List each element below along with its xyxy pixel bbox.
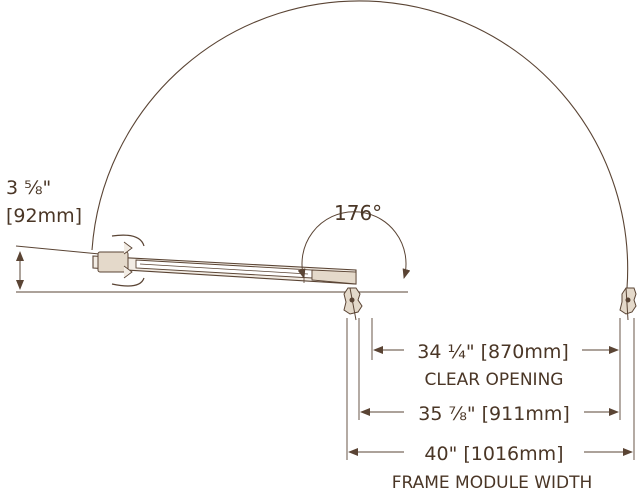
door-pull-handle-icon [97,234,145,287]
offset-leader-line [15,245,111,256]
hinge-jamb-icon [343,287,363,321]
door-leaf [92,255,357,285]
clear-opening-dimension-label: 34 ¼" [870mm] [417,341,569,363]
swing-angle-label: 176° [334,201,382,225]
clear-opening-caption: CLEAR OPENING [425,370,564,390]
mid-dimension-label: 35 ⅞" [911mm] [418,403,570,425]
door-swing-arc [91,0,629,289]
offset-mm-label: [92mm] [6,205,82,227]
frame-module-caption: FRAME MODULE WIDTH [392,473,593,493]
offset-fraction-label: 3 ⅝" [6,177,51,199]
frame-dimension-label: 40" [1016mm] [424,443,563,465]
strike-jamb-icon [619,287,637,321]
swing-angle-arc [297,211,411,279]
